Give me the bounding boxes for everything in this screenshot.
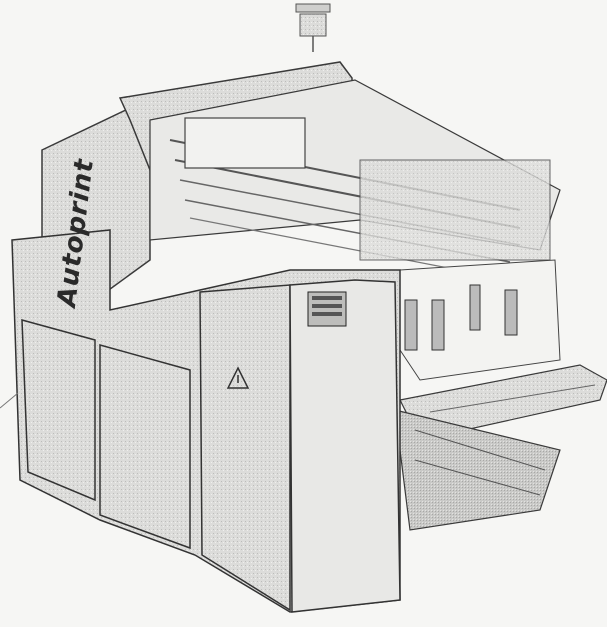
stray-mark — [0, 392, 19, 409]
roller-assembly — [149, 79, 561, 279]
delivery-section — [394, 259, 607, 531]
base-cabinet — [11, 229, 401, 613]
top-fitting — [295, 3, 331, 52]
